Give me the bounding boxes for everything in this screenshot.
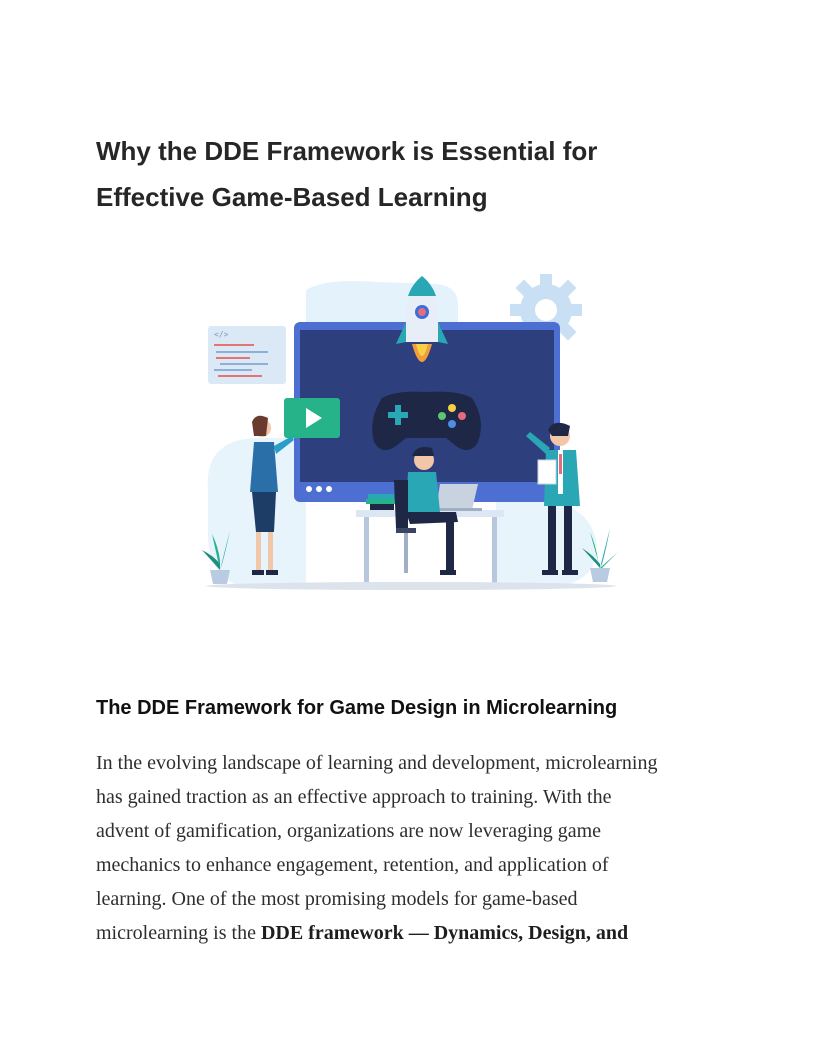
seated-man-figure — [394, 447, 458, 575]
laptop-icon — [422, 484, 482, 511]
title-line-2: Effective Game-Based Learning — [96, 182, 488, 212]
play-icon — [284, 398, 340, 438]
woman-figure — [250, 415, 294, 575]
title-line-1: Why the DDE Framework is Essential for — [96, 136, 598, 166]
code-window: </> — [208, 326, 286, 384]
game-learning-illustration: </> — [202, 274, 618, 590]
paragraph-line-last: microlearning is the DDE framework — Dyn… — [96, 916, 736, 950]
section-heading: The DDE Framework for Game Design in Mic… — [96, 697, 618, 719]
intro-paragraph: In the evolving landscape of learning an… — [96, 746, 736, 950]
rocket-icon — [396, 276, 448, 362]
paragraph-line: mechanics to enhance engagement, retenti… — [96, 854, 609, 876]
dde-framework-bold: DDE framework — Dynamics, Design, and — [260, 922, 629, 944]
paragraph-line: advent of gamification, organizations ar… — [96, 820, 601, 842]
floor-shadow — [206, 582, 616, 590]
paragraph-line: learning. One of the most promising mode… — [96, 888, 578, 910]
code-tag: </> — [214, 330, 229, 339]
paragraph-line: In the evolving landscape of learning an… — [96, 752, 658, 774]
gamepad-icon — [372, 391, 481, 451]
standing-man-figure — [526, 422, 580, 575]
plant-icon — [582, 528, 618, 582]
last-line-prefix: microlearning is the — [96, 922, 261, 944]
paragraph-line: has gained traction as an effective appr… — [96, 786, 612, 808]
plant-icon — [202, 530, 238, 584]
page-title: Why the DDE Framework is Essential for E… — [96, 128, 736, 220]
